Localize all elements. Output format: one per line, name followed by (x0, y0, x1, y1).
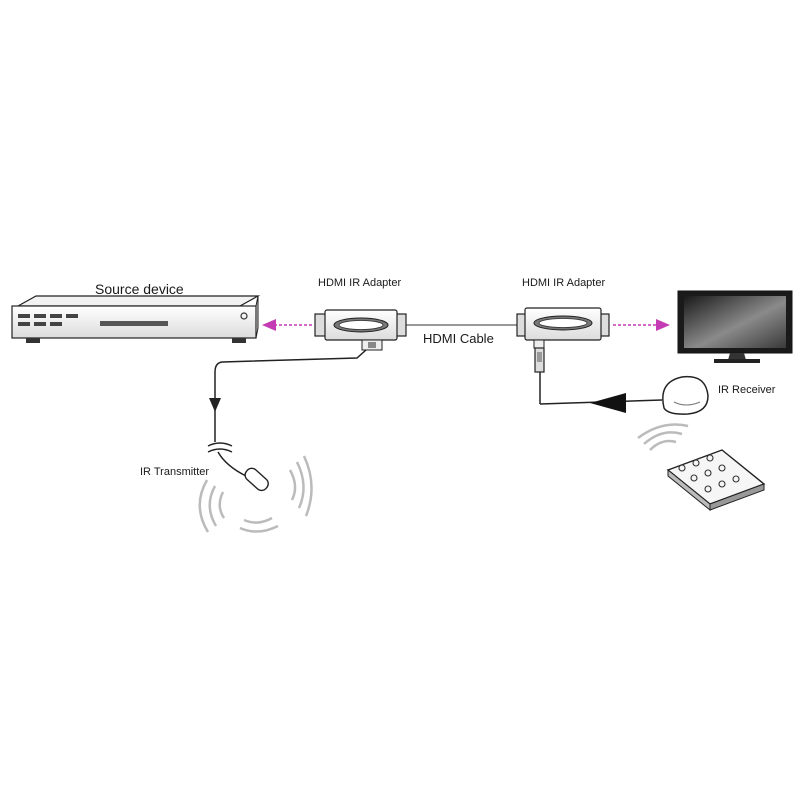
ir-receiver (662, 375, 709, 415)
ir-receiver-label: IR Receiver (718, 384, 776, 396)
remote-ir-waves (637, 423, 689, 451)
ir-transmitter-label: IR Transmitter (140, 466, 210, 478)
hdmi-cable-label: HDMI Cable (423, 331, 494, 346)
hdmi-ir-adapter-left (314, 309, 407, 351)
adapter-right-label: HDMI IR Adapter (522, 277, 606, 289)
tv-display (677, 290, 793, 363)
remote-control (666, 449, 766, 512)
adapter-left-label: HDMI IR Adapter (318, 277, 402, 289)
signal-arrow-to-source (262, 319, 312, 331)
ir-transmitter-waves (198, 455, 313, 533)
ir-transmitter-cable (207, 349, 367, 477)
signal-arrow-to-tv (613, 319, 670, 331)
source-device (11, 295, 261, 343)
ir-transmitter (244, 467, 269, 492)
source-device-label: Source device (95, 281, 184, 297)
ir-receiver-cable (539, 372, 663, 413)
hdmi-ir-adapter-right (516, 307, 610, 373)
